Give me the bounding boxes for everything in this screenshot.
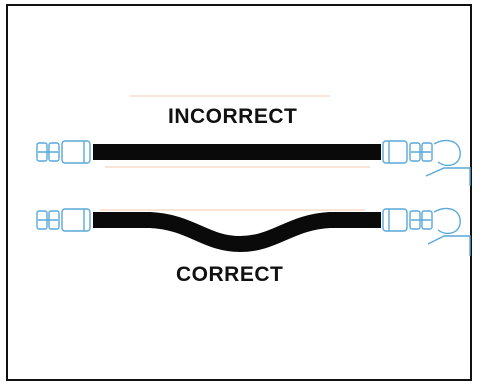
- incorrect-cable: [93, 144, 381, 160]
- correct-label: CORRECT: [176, 263, 283, 286]
- incorrect-label: INCORRECT: [168, 105, 297, 128]
- guide-lines: [100, 95, 370, 211]
- right-terminal-icon: [382, 207, 471, 256]
- correct-cable-assembly: [36, 207, 471, 256]
- left-terminal-icon: [36, 140, 91, 164]
- left-terminal-icon: [36, 208, 91, 232]
- incorrect-cable-assembly: [36, 139, 471, 186]
- correct-cable: [93, 212, 381, 252]
- diagram-frame: [6, 4, 472, 381]
- right-terminal-icon: [382, 139, 471, 186]
